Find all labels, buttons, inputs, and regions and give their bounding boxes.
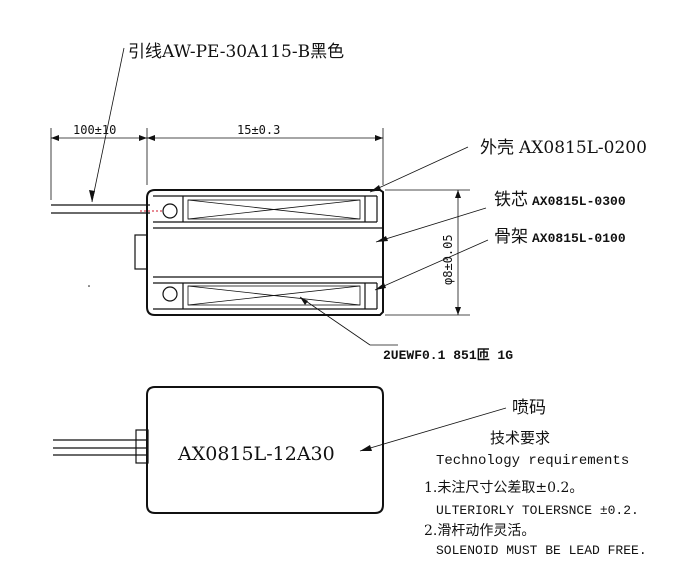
requirement-1-cn: 1.未注尺寸公差取±0.2。 <box>424 480 583 496</box>
lead-wire-leader <box>91 47 125 203</box>
bobbin-label-cn: 骨架 <box>494 227 528 247</box>
svg-text:15±0.3: 15±0.3 <box>237 123 280 137</box>
solenoid-section-view <box>51 189 384 316</box>
shell-leader <box>369 146 469 193</box>
part-number: AX0815L-12A30 <box>177 443 335 465</box>
solenoid-outline-view <box>53 386 384 514</box>
bobbin-leader <box>374 239 489 291</box>
dimension-body-length: 15±0.3 <box>147 123 384 185</box>
winding-label: 2UEWF0.1 851匝 1G <box>383 348 513 363</box>
requirement-2-en: SOLENOID MUST BE LEAD FREE. <box>436 543 647 558</box>
lead-wire-arrow <box>89 190 95 202</box>
core-label-cn: 铁芯 <box>494 190 528 210</box>
core-leader <box>375 207 487 243</box>
svg-text:φ8±0.05: φ8±0.05 <box>441 234 455 285</box>
requirement-1-en: ULTERIORLY TOLERSNCE ±0.2. <box>436 503 639 518</box>
print-mark-leader <box>359 407 507 452</box>
bobbin-code: AX0815L-0100 <box>532 231 626 246</box>
core-code: AX0815L-0300 <box>532 194 626 209</box>
shell-label-cn: 外壳 <box>480 138 514 158</box>
lead-wire-label: 引线AW-PE-30A115-B黑色 <box>128 42 344 62</box>
shell-code: AX0815L-0200 <box>518 138 647 158</box>
requirement-2-cn: 2.滑杆动作灵活。 <box>424 522 535 539</box>
svg-text:100±10: 100±10 <box>73 123 116 137</box>
dimension-diameter: φ8±0.05 <box>385 189 470 316</box>
requirements-title-en: Technology requirements <box>436 453 629 469</box>
print-mark-label: 喷码 <box>512 398 546 418</box>
winding-leader <box>299 296 371 346</box>
requirements-title-cn: 技术要求 <box>490 429 550 447</box>
dimension-lead-length: 100±10 <box>50 123 148 200</box>
technical-requirements: 技术要求 Technology requirements 1.未注尺寸公差取±0… <box>424 429 647 558</box>
